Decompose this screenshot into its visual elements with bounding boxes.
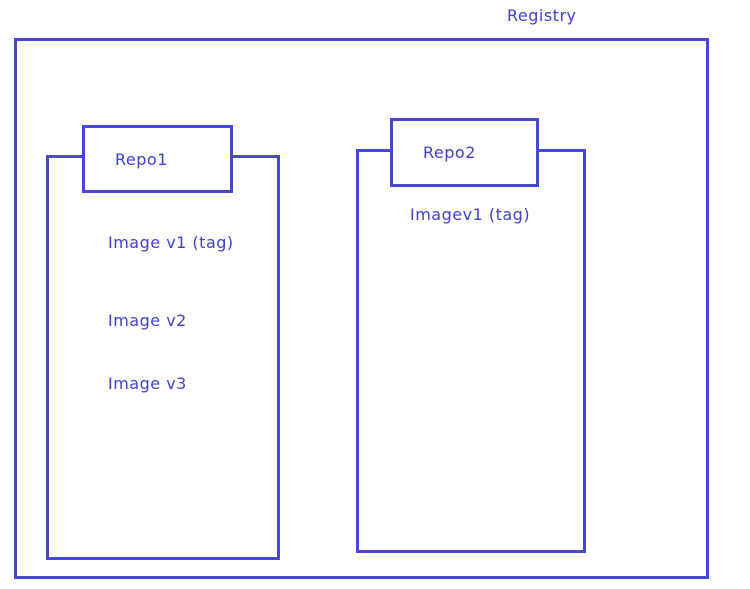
repo1-name: Repo1	[115, 149, 168, 169]
repo2-image-v1-label: Imagev1 (tag)	[410, 205, 531, 224]
repo1-image-v1-label: Image v1 (tag)	[108, 233, 234, 252]
repo2-name: Repo2	[423, 143, 476, 162]
repo1-image-v2-label: Image v2	[108, 311, 187, 330]
registry-boundary-box	[14, 38, 709, 579]
repo2-label-box: Repo2	[390, 118, 539, 187]
repo1-container-box	[46, 155, 280, 560]
registry-title: Registry	[507, 6, 577, 25]
repo2-container-box	[356, 149, 586, 553]
repo1-label-box: Repo1	[82, 125, 233, 193]
repo1-image-v3-label: Image v3	[108, 374, 187, 393]
